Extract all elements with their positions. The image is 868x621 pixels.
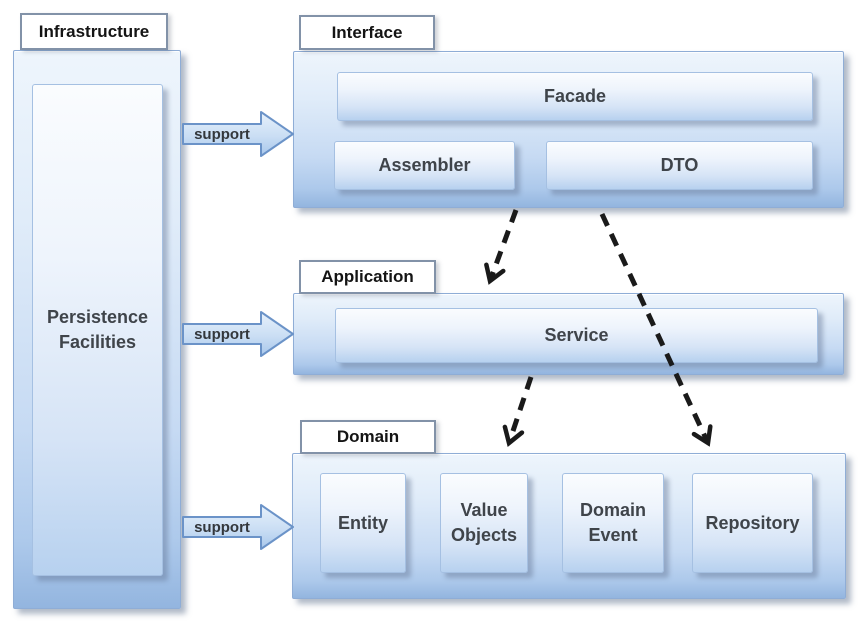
support-arrow-label: support	[194, 518, 250, 536]
domain-layer-label: Domain	[300, 420, 436, 454]
right-block-arrow-icon	[182, 111, 294, 157]
interface-label-text: Interface	[331, 22, 403, 42]
entity-node: Entity	[320, 473, 406, 573]
support-arrow-domain: support	[182, 503, 295, 551]
support-arrow-label: support	[194, 325, 250, 343]
value-objects-text: Value Objects	[450, 500, 518, 545]
domain-event-text: Domain Event	[579, 500, 646, 545]
assembler-text: Assembler	[378, 155, 471, 175]
service-text: Service	[544, 325, 609, 345]
facade-text: Facade	[543, 86, 607, 106]
dashed-arrow-application-to-domain	[502, 376, 534, 447]
right-block-arrow-icon	[182, 311, 294, 357]
repository-node: Repository	[692, 473, 813, 573]
dto-node: DTO	[546, 141, 813, 190]
persistence-facilities-node: Persistence Facilities	[32, 84, 163, 576]
infrastructure-layer-label: Infrastructure	[20, 13, 168, 50]
support-arrow-application: support	[182, 310, 295, 358]
domain-label-text: Domain	[336, 427, 400, 446]
application-label-text: Application	[321, 267, 414, 286]
interface-layer-label: Interface	[299, 15, 435, 50]
persistence-facilities-text: Persistence Facilities	[46, 307, 149, 352]
dto-text: DTO	[660, 155, 699, 175]
assembler-node: Assembler	[334, 141, 515, 190]
support-arrow-interface: support	[182, 110, 295, 158]
dashed-arrow-interface-to-application	[484, 209, 519, 285]
domain-event-node: Domain Event	[562, 473, 664, 573]
right-block-arrow-icon	[182, 504, 294, 550]
service-node: Service	[335, 308, 818, 363]
repository-text: Repository	[705, 512, 800, 533]
application-layer-label: Application	[299, 260, 436, 294]
entity-text: Entity	[337, 512, 388, 533]
support-arrow-label: support	[194, 125, 250, 143]
facade-node: Facade	[337, 72, 813, 121]
value-objects-node: Value Objects	[440, 473, 528, 573]
infrastructure-label-text: Infrastructure	[38, 21, 150, 41]
